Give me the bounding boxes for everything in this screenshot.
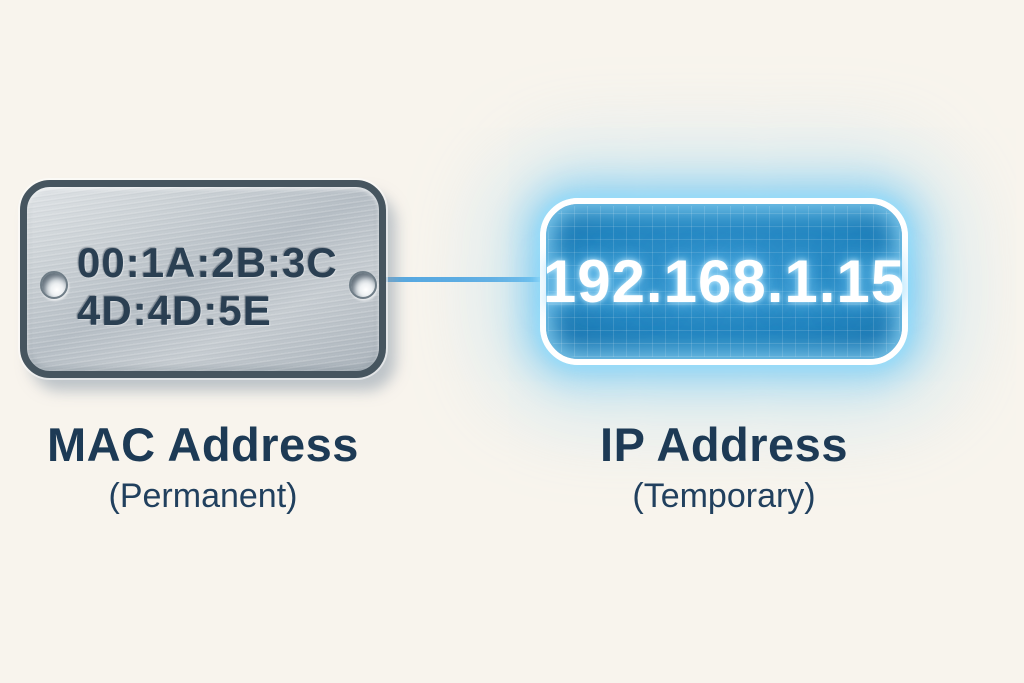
mac-caption-subtitle: (Permanent) <box>108 477 298 516</box>
ip-caption-title: IP Address <box>600 418 848 471</box>
ip-address-box: 192.168.1.15 <box>540 198 908 365</box>
mac-caption-title: MAC Address <box>47 418 359 471</box>
ip-caption-subtitle: (Temporary) <box>632 477 816 516</box>
mac-address-plate: 00:1A:2B:3C 4D:4D:5E <box>20 180 386 378</box>
connector-line <box>384 277 544 282</box>
mac-address-line1: 00:1A:2B:3C <box>77 239 338 286</box>
mac-address-value: 00:1A:2B:3C 4D:4D:5E <box>77 239 338 335</box>
mac-address-line2: 4D:4D:5E <box>77 287 272 334</box>
mac-caption-group: MAC Address (Permanent) <box>20 418 386 515</box>
screw-hole-icon <box>40 271 68 299</box>
screw-hole-icon <box>349 271 377 299</box>
ip-caption-group: IP Address (Temporary) <box>540 418 908 515</box>
ip-address-value: 192.168.1.15 <box>542 248 906 315</box>
